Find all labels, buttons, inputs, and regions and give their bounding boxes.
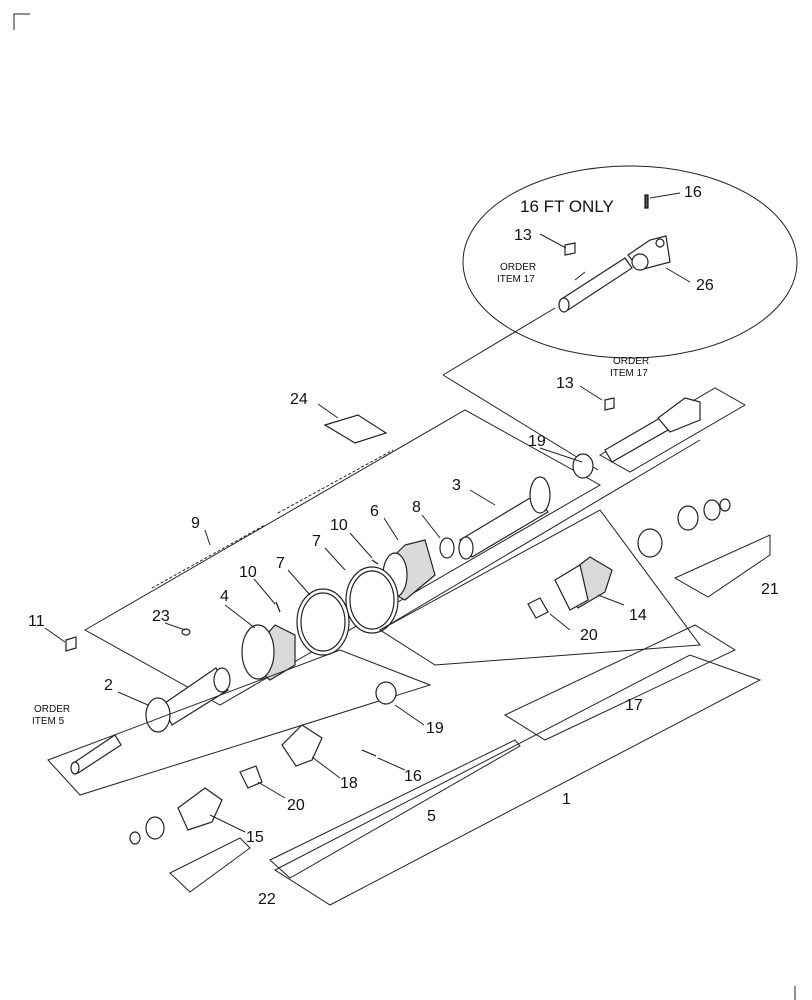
shield-14-face [554,564,589,611]
inset-yoke-hub [631,253,649,271]
ring-7-large-inner [349,570,395,630]
inner-tube-end [213,667,231,693]
bearing-lower [145,816,165,840]
callout-9: 9 [191,515,200,532]
group-22-outline [169,837,251,893]
ring-8 [439,537,455,559]
cross-20-right [527,597,549,619]
pin-10-b [371,559,379,565]
inset-shaft [559,257,633,311]
ring-lower [129,831,141,845]
callout-13-inset: 13 [514,227,532,244]
callout-14: 14 [629,607,647,624]
callout-26: 26 [696,277,714,294]
group-17-outline [503,624,737,741]
cross-20-lower [239,765,263,789]
order-item-17-inset-line1: ORDER [500,262,536,273]
ring-2 [145,697,171,733]
callout-21: 21 [761,581,779,598]
inner-shaft-group [379,387,747,631]
bearing-4-face [241,624,275,680]
callout-17: 17 [625,697,643,714]
callout-13: 13 [556,375,574,392]
order-item-5-line2: ITEM 5 [32,716,65,727]
group-21-outline [673,534,771,598]
collar-19-upper [572,453,594,479]
callout-10-right: 10 [330,517,348,534]
corner-mark-top-left [13,13,30,30]
callout-2: 2 [104,677,113,694]
pin-16 [361,749,377,757]
callout-19-upper: 19 [528,433,546,450]
order-item-17-line2: ITEM 17 [610,368,648,379]
tube-flange [529,476,551,514]
outer-tube-3-end [458,536,474,560]
callout-20-lower: 20 [287,797,305,814]
order-item-17-line1: ORDER [613,356,649,367]
inset-pin-16 [644,194,649,209]
callout-1: 1 [562,791,571,808]
inner-yoke [657,397,701,433]
tube-group-connector [379,439,701,631]
callout-5: 5 [427,808,436,825]
callout-18: 18 [340,775,358,792]
callout-19-lower: 19 [426,720,444,737]
group-5-outline [269,739,521,879]
decal-24 [323,414,388,444]
callout-6: 6 [370,503,379,520]
callout-8: 8 [412,499,421,516]
key-13 [604,397,615,411]
callout-22: 22 [258,891,276,908]
callout-23: 23 [152,608,170,625]
upper-shaft-group [65,409,602,775]
inset-key-13 [564,242,576,256]
ring-right-small [703,499,721,521]
shaft-order-item-5-end [70,761,80,775]
callout-3: 3 [452,477,461,494]
chain-9-right [277,449,394,514]
inset-ellipse [462,165,798,359]
callout-16-lower: 16 [404,768,422,785]
plug-23 [181,628,191,636]
collar-19-lower [375,681,397,705]
inset-yoke-hole [655,238,665,248]
shield-group-right [379,498,771,741]
outer-group-outline [83,409,602,706]
decal-11 [65,636,77,652]
ring-7-small-inner [300,592,346,652]
ring-right-end [719,498,731,512]
inset-16ft: 16 FT ONLY 13 ORDER ITEM 17 16 26 [462,165,798,359]
callout-7-left: 7 [276,555,285,572]
yoke-15 [177,787,223,831]
callout-15: 15 [246,829,264,846]
order-item-5-line1: ORDER [34,704,70,715]
pin-10-a [275,601,281,613]
callout-16-inset: 16 [684,184,702,201]
chain-9-left [151,524,266,589]
callout-7-right: 7 [312,533,321,550]
order-item-17-inset-line2: ITEM 17 [497,274,535,285]
inset-connector-right [442,374,599,471]
shield-group-outline [379,509,701,666]
callout-20-right: 20 [580,627,598,644]
leader-lines [44,385,625,833]
inset-title: 16 FT ONLY [520,197,614,216]
group-1-outline [273,654,762,906]
bearing-right [637,528,663,558]
callout-24: 24 [290,391,308,408]
yoke-18 [281,724,323,767]
inset-shaft-end [558,297,570,313]
lower-upper-outline [47,649,432,796]
ring-right [677,505,699,531]
callout-11: 11 [28,613,45,630]
yoke-group-lower [47,649,762,906]
inset-connector-left [442,307,556,376]
callout-10-left: 10 [239,564,257,581]
callout-4: 4 [220,588,229,605]
